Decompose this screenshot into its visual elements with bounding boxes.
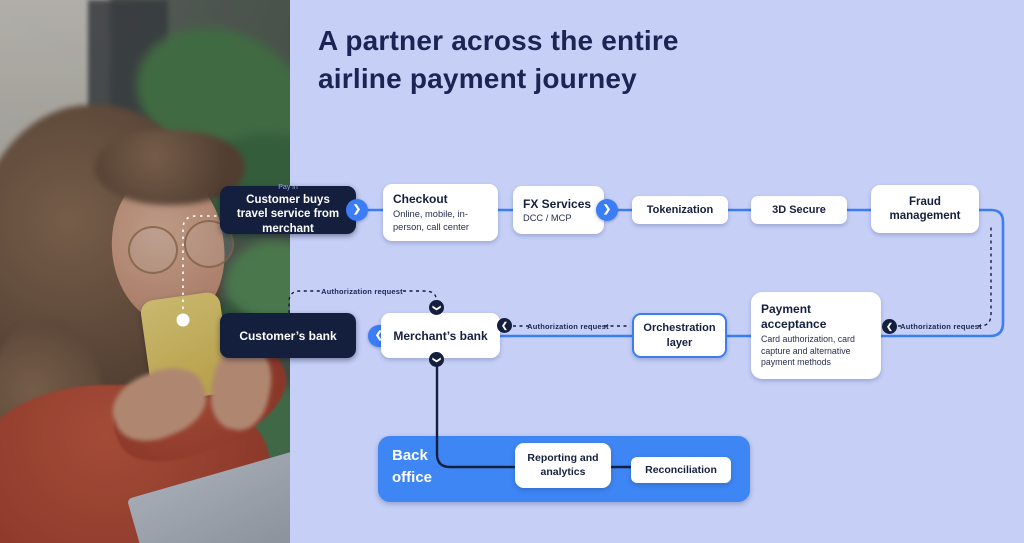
node-title: FX Services: [523, 197, 592, 211]
node-fx-services: FX Services DCC / MCP: [513, 186, 604, 234]
auth-dash-left-a: [288, 290, 320, 313]
node-label: Customer buys travel service from mercha…: [236, 193, 340, 235]
chevron-glyph: ❯: [352, 204, 362, 215]
node-orchestration-layer: Orchestration layer: [632, 313, 727, 358]
chevron-glyph: ❯: [602, 204, 612, 215]
chevron-right-icon: ❯: [596, 199, 618, 221]
chevron-down-icon: ❯: [429, 352, 444, 367]
node-customer-buys: Pay in Customer buys travel service from…: [220, 183, 356, 235]
node-tokenization: Tokenization: [632, 196, 728, 224]
chevron-glyph: ❮: [886, 321, 893, 331]
node-desc: Online, mobile, in-person, call center: [393, 209, 469, 232]
node-desc: DCC / MCP: [523, 213, 572, 223]
node-fraud-management: Fraud management: [871, 185, 979, 233]
auth-request-label: Authorization request: [900, 322, 982, 331]
chevron-left-icon: ❮: [882, 319, 897, 334]
node-label: Fraud management: [889, 195, 961, 222]
node-reporting-analytics: Reporting and analytics: [515, 443, 611, 488]
chevron-glyph: ❮: [374, 330, 384, 341]
node-label: Tokenization: [646, 204, 714, 216]
node-title: Checkout: [393, 192, 448, 207]
node-merchants-bank: Merchant’s bank: [381, 313, 500, 358]
auth-dash-left-b: [403, 290, 437, 300]
back-office-label: Back office: [392, 447, 433, 486]
node-label: Merchant’s bank: [393, 328, 488, 343]
page-title: A partner across the entire airline paym…: [318, 25, 679, 95]
photo-tint-overlay: [0, 0, 290, 543]
chevron-left-icon: ❮: [497, 318, 512, 333]
node-3d-secure: 3D Secure: [751, 196, 847, 224]
auth-request-label: Authorization request: [321, 287, 403, 296]
node-label: Customer’s bank: [239, 328, 337, 343]
chevron-right-icon: ❯: [346, 199, 368, 221]
node-payment-acceptance: Payment acceptance Card authorization, c…: [751, 292, 881, 379]
chevron-glyph: ❯: [432, 304, 442, 311]
node-title: Payment acceptance: [761, 302, 827, 331]
node-checkout: Checkout Online, mobile, in-person, call…: [383, 184, 498, 241]
auth-dash-right-b: [978, 224, 992, 327]
customer-photo: [0, 0, 290, 543]
node-customers-bank: Customer’s bank: [220, 313, 356, 358]
node-reconciliation: Reconciliation: [631, 457, 731, 483]
chevron-down-icon: ❯: [429, 300, 444, 315]
chevron-glyph: ❯: [432, 356, 442, 363]
node-label: Orchestration layer: [643, 322, 716, 349]
node-desc: Card authorization, card capture and alt…: [761, 334, 855, 368]
chevron-glyph: ❮: [501, 320, 508, 330]
auth-request-label: Authorization request: [527, 322, 609, 331]
node-label: 3D Secure: [772, 204, 826, 216]
glasses-left-lens: [128, 226, 178, 274]
node-label: Reporting and analytics: [527, 451, 599, 478]
node-label: Reconciliation: [645, 464, 717, 476]
pay-in-tag: Pay in: [278, 183, 298, 191]
